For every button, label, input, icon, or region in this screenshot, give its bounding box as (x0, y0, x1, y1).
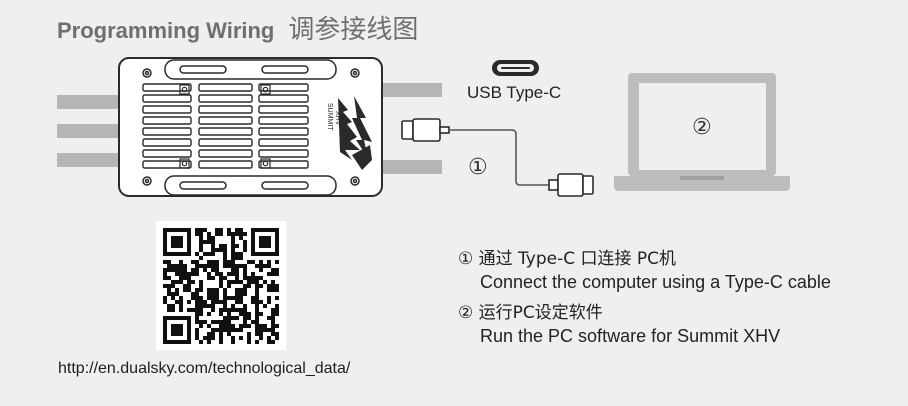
input-wires (57, 95, 123, 167)
brand-line-2: XHV (334, 111, 341, 126)
instruction-item: ② 运行PC设定软件 Run the PC software for Summi… (458, 302, 831, 348)
instructions-list: ① 通过 Type-C 口连接 PC机 Connect the computer… (458, 248, 831, 356)
title-english: Programming Wiring (57, 18, 275, 43)
step-marker-laptop: ② (692, 114, 712, 139)
resource-url[interactable]: http://en.dualsky.com/technological_data… (58, 360, 351, 377)
brand-text: SUMMIT XHV (326, 103, 341, 131)
step-marker-cable: ① (468, 154, 488, 179)
qr-finder-pattern (163, 228, 191, 256)
usb-c-port-icon (492, 60, 539, 76)
heatsink-bars (164, 59, 337, 196)
page-title: Programming Wiring 调参接线图 (57, 9, 418, 46)
qr-modules (163, 228, 279, 344)
output-wire-2 (380, 160, 442, 174)
output-wires (380, 83, 442, 174)
cable-plug-body-left (412, 118, 441, 142)
fin-screws (179, 84, 271, 169)
input-wire-3 (57, 153, 123, 167)
instruction-2-cn: ② 运行PC设定软件 (458, 303, 603, 323)
qr-code-graphic (163, 228, 279, 344)
output-wire-1 (380, 83, 442, 97)
input-wire-1 (57, 95, 123, 109)
brand-line-1: SUMMIT (326, 103, 333, 131)
usb-cable (401, 118, 594, 197)
cable-plug-tip-right (582, 175, 594, 195)
instruction-2-en: Run the PC software for Summit XHV (480, 326, 781, 346)
qr-finder-pattern (251, 228, 279, 256)
screw-icons (142, 68, 360, 186)
heatsink-fins (142, 83, 309, 169)
cable-plug-body-right (557, 173, 584, 197)
laptop-icon (614, 73, 790, 191)
instruction-1-en: Connect the computer using a Type-C cabl… (480, 272, 831, 292)
esc-device: SUMMIT XHV (118, 57, 383, 197)
title-chinese: 调参接线图 (288, 15, 419, 45)
instruction-item: ① 通过 Type-C 口连接 PC机 Connect the computer… (458, 248, 831, 294)
input-wire-2 (57, 124, 123, 138)
qr-code-image (156, 221, 286, 350)
instruction-1-cn: ① 通过 Type-C 口连接 PC机 (458, 249, 677, 269)
mountain-logo-icon (338, 96, 372, 170)
cable-plug-tip-left (401, 120, 414, 140)
usb-type-c-label: USB Type-C (467, 83, 562, 102)
qr-finder-pattern (163, 316, 191, 344)
cable-line (449, 129, 549, 186)
